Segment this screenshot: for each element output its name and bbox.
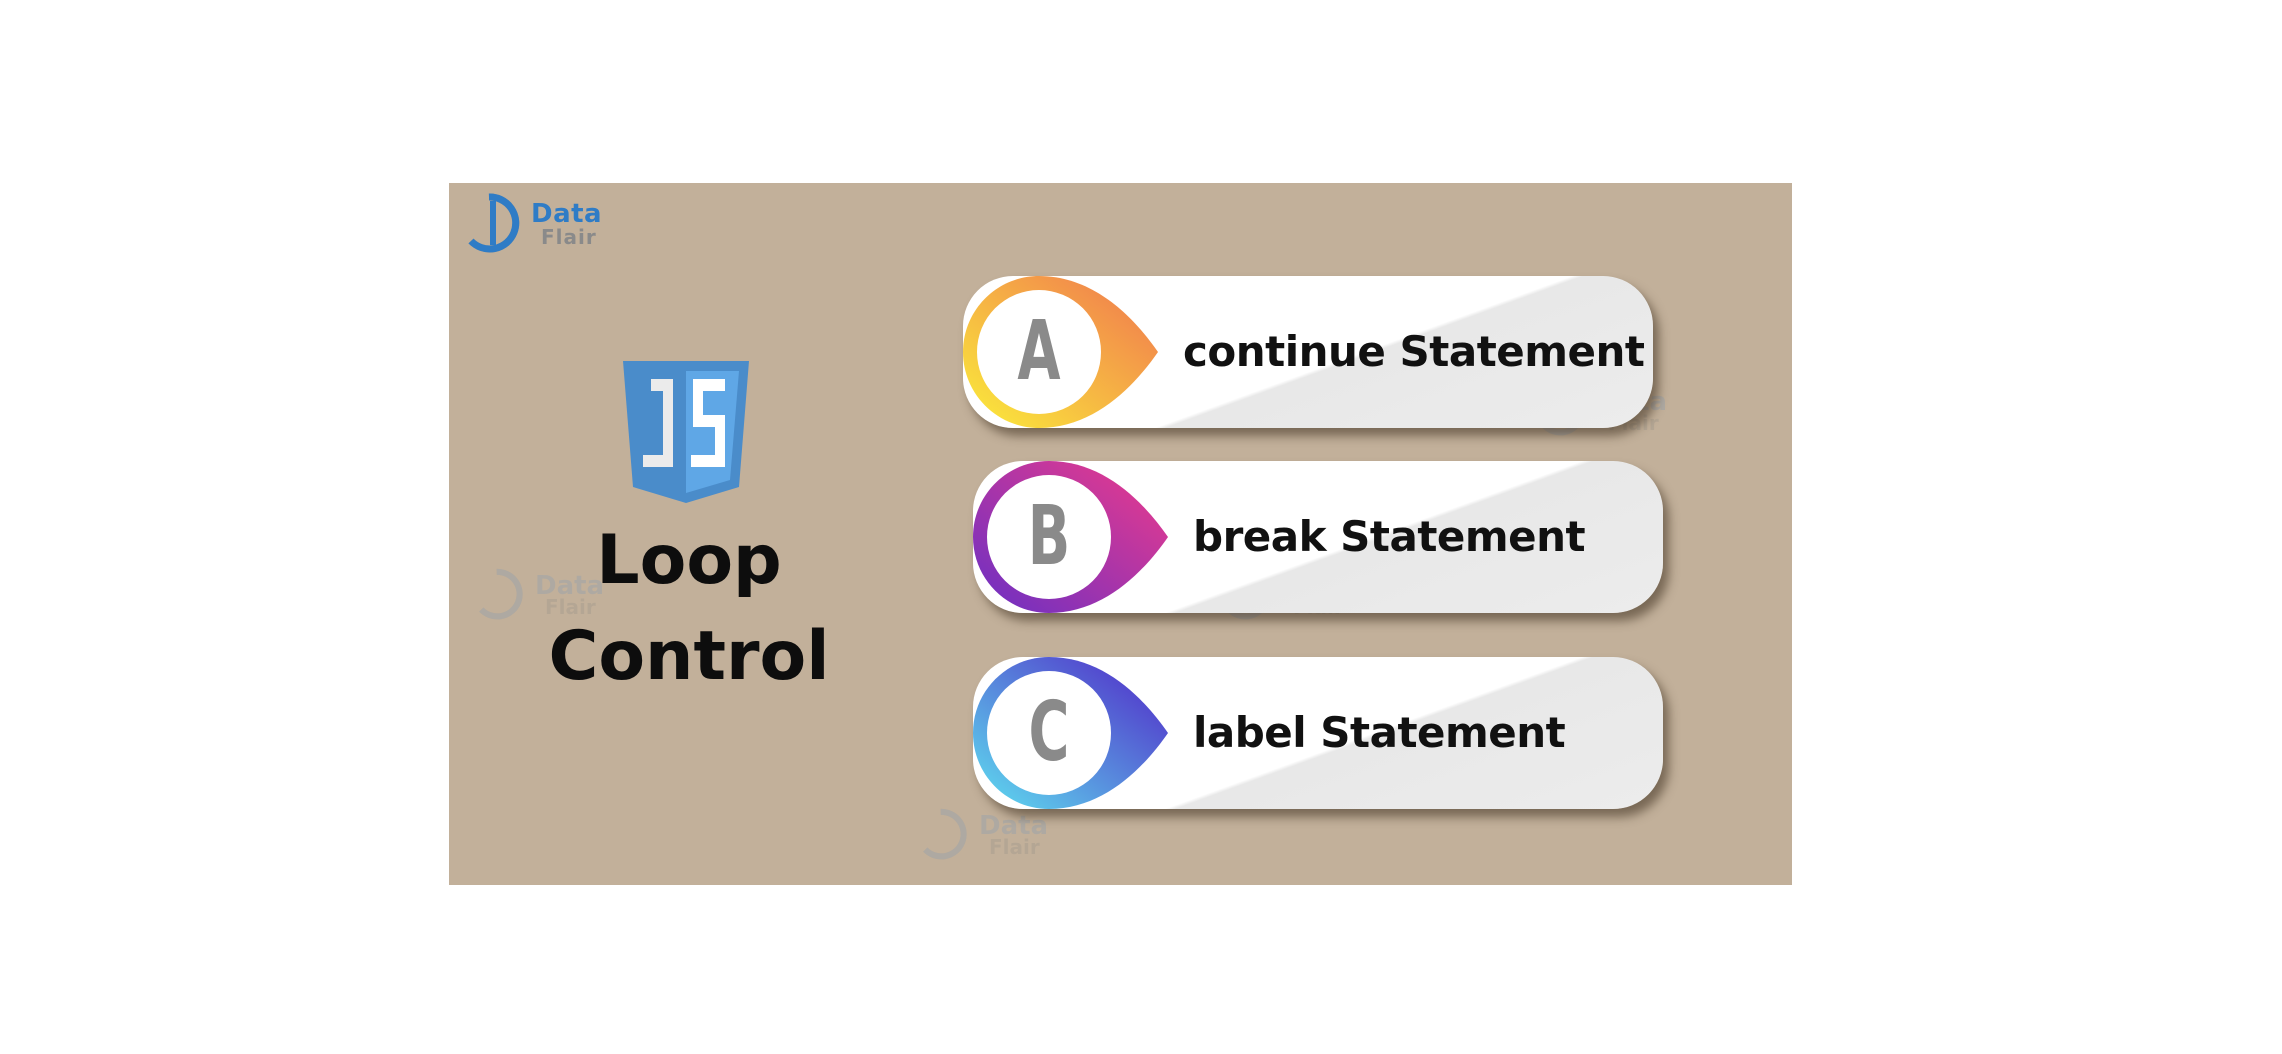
list-item-label: C label Statement [973, 657, 1663, 809]
watermark-line-1: Data [979, 811, 1049, 841]
item-label-label: label Statement [1193, 708, 1566, 757]
badge-b: B [973, 461, 1168, 613]
list-item-continue: A continue Statement [963, 276, 1653, 428]
item-label-break: break Statement [1193, 512, 1586, 561]
item-label-continue: continue Statement [1183, 327, 1645, 376]
javascript-shield-icon [621, 359, 751, 505]
watermark-logo: Data Flair [471, 565, 611, 635]
brand-line-1: Data [531, 199, 603, 229]
list-item-break: B break Statement [973, 461, 1663, 613]
watermark-icon [479, 568, 523, 620]
watermark-icon [923, 808, 967, 860]
brand-logo: Data Flair [459, 189, 603, 259]
brand-line-2: Flair [541, 225, 597, 249]
page-title: Loop Control [539, 513, 839, 705]
badge-a: A [963, 276, 1158, 428]
watermark-line-1: Data [535, 571, 605, 601]
dataflair-logo-icon [468, 193, 520, 253]
title-line-2: Control [548, 617, 830, 696]
badge-letter-a: A [1017, 304, 1061, 399]
badge-c: C [973, 657, 1168, 809]
watermark-logo: Data Flair [915, 805, 1055, 875]
title-line-1: Loop [596, 521, 782, 600]
watermark-line-2: Flair [545, 595, 596, 619]
watermark-line-2: Flair [989, 835, 1040, 859]
infographic-canvas: Data Flair Data Flair Data Flair Data Fl… [449, 183, 1792, 885]
badge-letter-c: C [1028, 685, 1070, 780]
badge-letter-b: B [1027, 489, 1071, 584]
